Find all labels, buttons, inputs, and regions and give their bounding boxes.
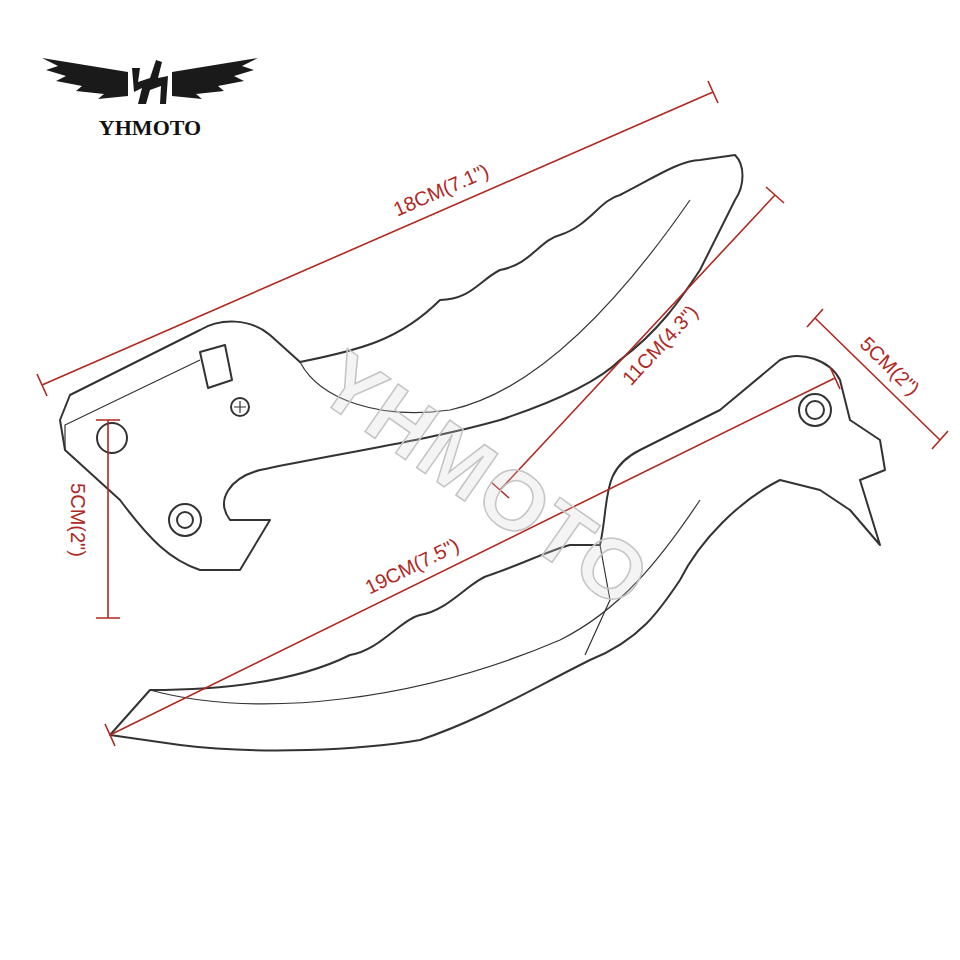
dimension-label: 5CM(2") — [857, 333, 924, 399]
dimension-label: 18CM(7.1") — [390, 161, 491, 220]
brand-name: YHMOTO — [99, 117, 201, 139]
dimension-lines — [37, 81, 948, 746]
lower-lever — [110, 356, 885, 750]
dimension-label: 5CM(2") — [68, 483, 88, 557]
logo-emblem — [42, 58, 258, 104]
dimension-label: 19CM(7.5") — [362, 535, 462, 598]
dimension-label: 11CM(4.3") — [619, 302, 702, 389]
watermark: YHMOTO — [306, 337, 665, 623]
